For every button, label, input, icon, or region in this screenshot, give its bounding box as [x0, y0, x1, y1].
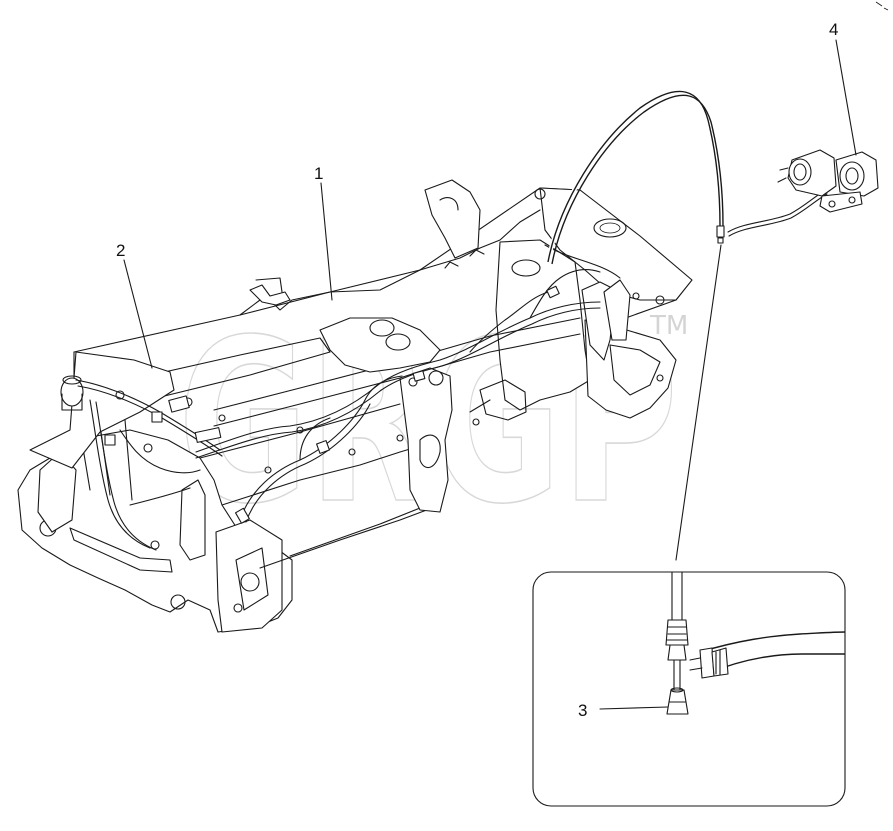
front-harness-assembly [29, 351, 223, 551]
callout-1: 1 [314, 164, 333, 301]
callout-label-4: 4 [829, 20, 838, 39]
sensor-assembly [777, 149, 879, 213]
detail-inset [532, 244, 846, 807]
corner-mark [875, 1, 889, 11]
chassis-frame [17, 179, 693, 633]
brake-sensor-cable [545, 89, 828, 265]
callout-label-2: 2 [116, 241, 125, 260]
detail-frame [532, 571, 846, 807]
callout-4: 4 [829, 20, 857, 156]
callout-2: 2 [116, 241, 153, 369]
wiring-harness-main [195, 268, 601, 524]
callout-label-1: 1 [314, 164, 323, 183]
callout-label-3: 3 [578, 701, 587, 720]
callout-3: 3 [578, 701, 669, 720]
watermark-trademark: TM [649, 311, 688, 341]
